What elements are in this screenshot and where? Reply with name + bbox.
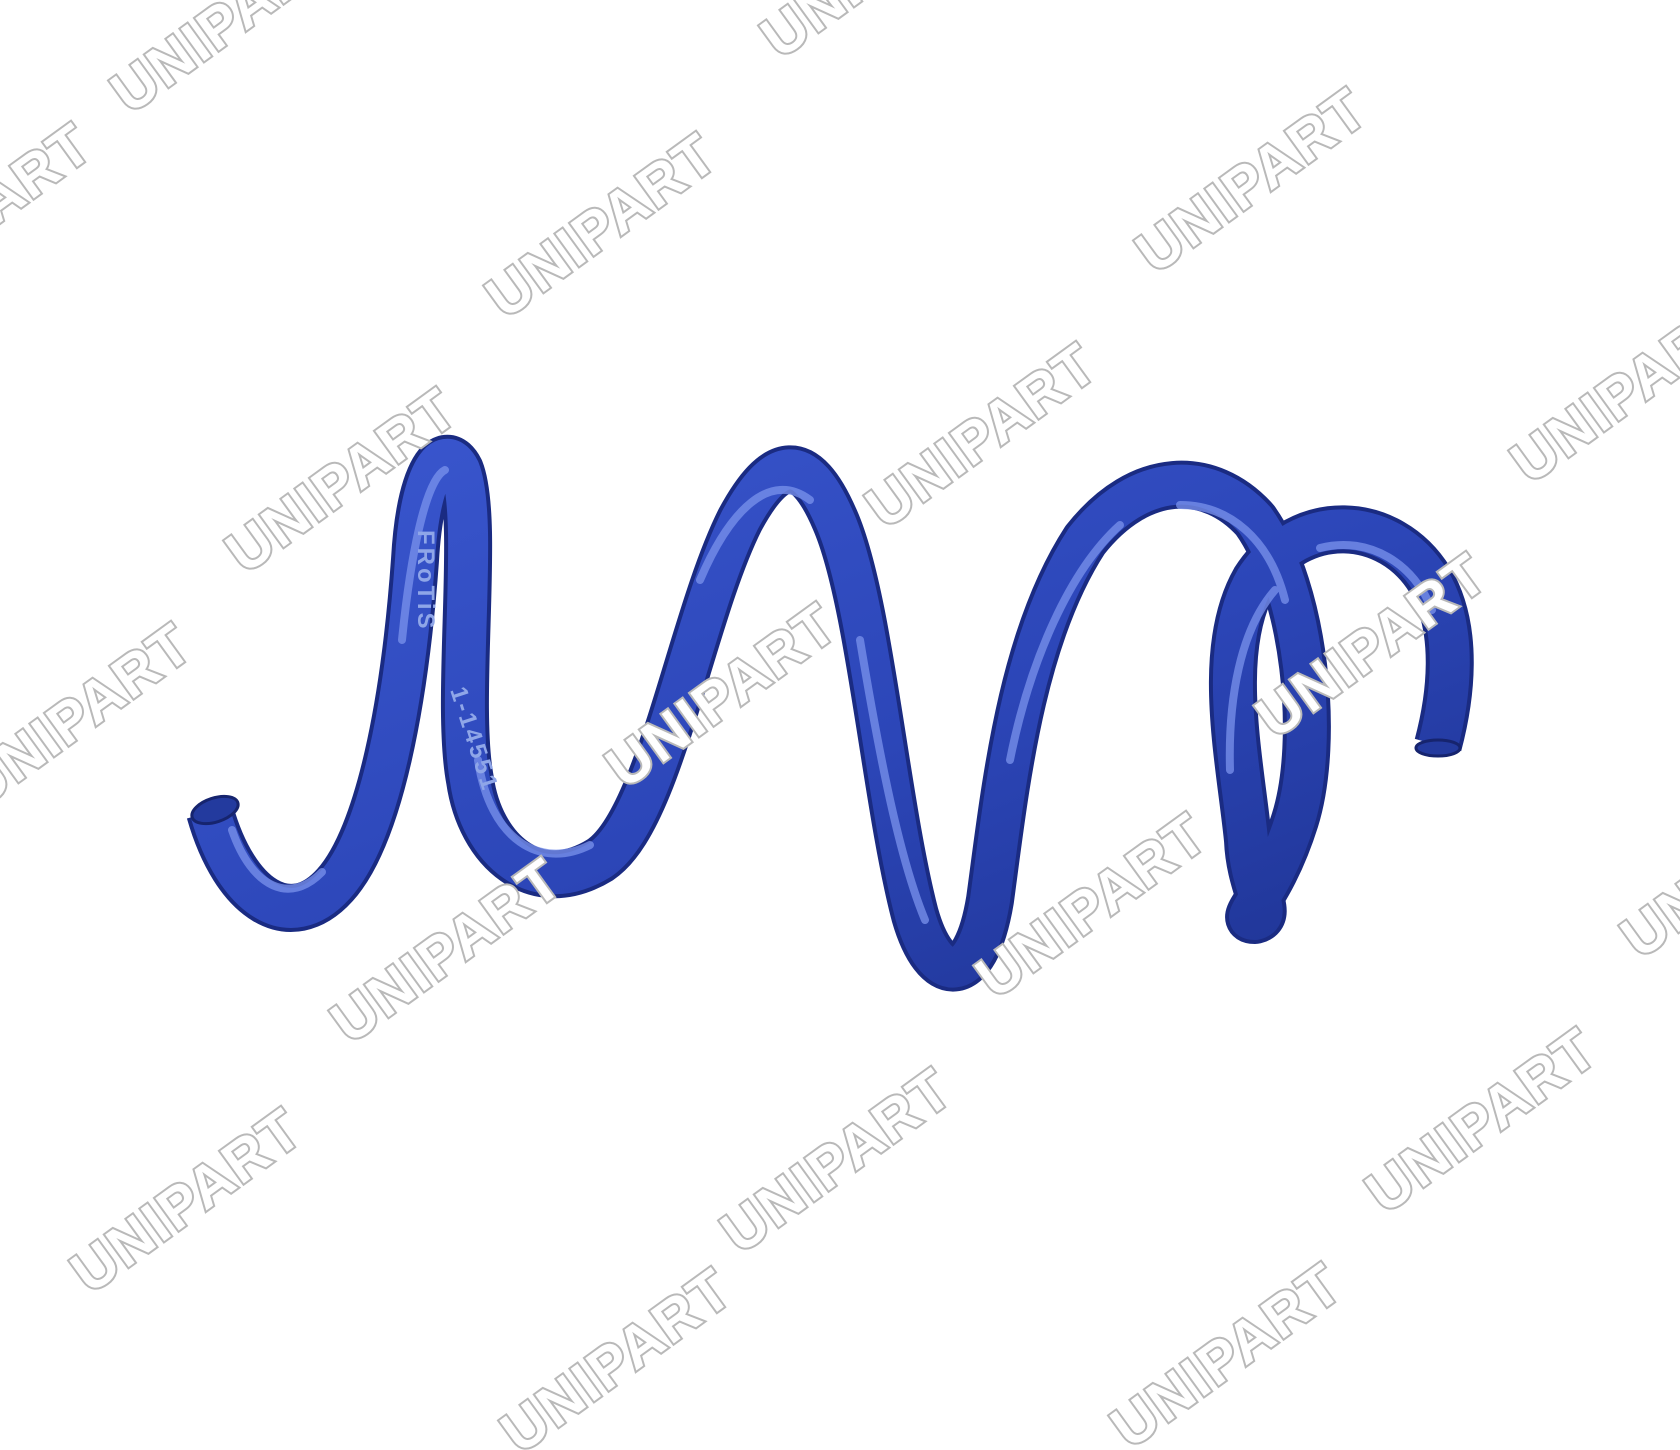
coil-left-end xyxy=(190,794,240,826)
coil-body xyxy=(190,438,1470,988)
coil-spring: FRoTiS 1-14551 xyxy=(186,435,1474,992)
spring-brand-marking: FRoTiS xyxy=(412,530,439,632)
coil-right-end xyxy=(1414,738,1462,758)
coil-highlight xyxy=(228,466,1436,924)
